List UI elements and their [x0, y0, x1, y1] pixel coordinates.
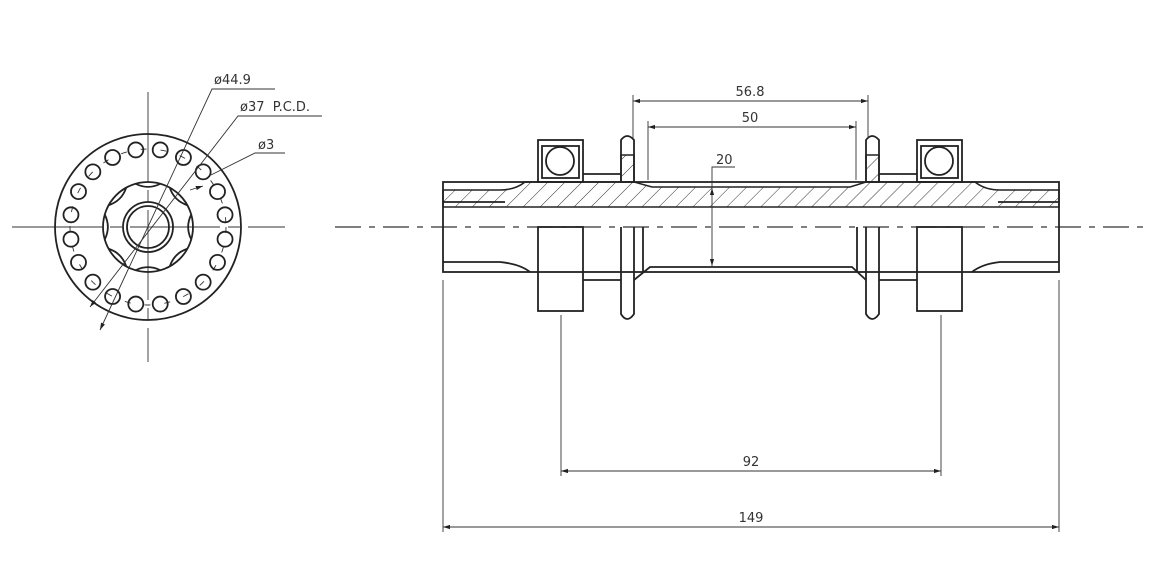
leader-hole-arrow	[189, 185, 204, 191]
flange-outer-circle	[54, 133, 242, 321]
hub-scallops	[103, 182, 193, 272]
hub-scallop	[187, 214, 193, 240]
hub-scallop	[103, 214, 109, 240]
hub-scallop	[135, 266, 161, 272]
dimension-20: 20	[709, 153, 735, 266]
label-bearing-spacing: 92	[743, 455, 760, 470]
bore-inner-circle	[126, 205, 170, 249]
leader-hole	[210, 152, 285, 176]
spoke-hole	[70, 254, 87, 271]
spoke-hole	[216, 206, 234, 224]
label-pcd: ø37 P.C.D.	[240, 100, 310, 115]
spoke-hole	[62, 206, 80, 224]
spoke-holes	[62, 141, 234, 313]
label-flange-outer: 56.8	[736, 85, 765, 100]
spoke-hole	[175, 288, 192, 305]
label-flange-inner: 50	[742, 111, 759, 126]
spoke-hole	[151, 141, 169, 159]
spoke-hole	[194, 273, 212, 291]
bearing-left	[537, 139, 584, 312]
spoke-hole	[70, 183, 87, 200]
spoke-hole	[62, 230, 80, 248]
spoke-hole	[127, 295, 145, 313]
flange-right	[856, 135, 880, 320]
label-body-diameter: 20	[716, 153, 733, 168]
spoke-hole	[209, 183, 226, 200]
dimension-149: 149	[442, 280, 1060, 532]
spoke-hole	[127, 141, 145, 159]
hub-scallop	[168, 187, 188, 207]
leader-outer-diameter	[99, 88, 275, 331]
hub-scallop	[135, 182, 161, 188]
end-view: ø44.9 ø37 P.C.D. ø3	[12, 73, 322, 362]
hub-scallop	[168, 247, 188, 267]
spoke-hole	[84, 163, 102, 181]
spoke-hole	[209, 254, 226, 271]
spoke-hole	[216, 230, 234, 248]
spoke-hole	[194, 163, 212, 181]
dimension-56-8: 56.8	[632, 85, 869, 138]
spoke-hole	[104, 288, 121, 305]
label-hole-diameter: ø3	[258, 138, 274, 153]
bearing-right	[916, 139, 963, 312]
spoke-hole	[104, 149, 121, 166]
spoke-hole	[84, 273, 102, 291]
flange-left	[620, 135, 644, 320]
dimension-92: 92	[560, 315, 942, 476]
label-overall-length: 149	[739, 511, 764, 526]
dimension-50: 50	[647, 111, 857, 180]
hub-section-hatched	[442, 181, 1060, 208]
hub-scallop	[108, 187, 128, 207]
side-view: 56.8 50 20 92 149	[335, 85, 1145, 532]
hub-body-circle	[102, 181, 194, 273]
axle-outline	[442, 181, 1060, 273]
pcd-circle	[69, 148, 227, 306]
label-outer-diameter: ø44.9	[214, 73, 251, 88]
hub-scallop	[108, 247, 128, 267]
spoke-hole	[151, 295, 169, 313]
bore-outer-circle	[122, 201, 174, 253]
hub-lower-profile	[443, 261, 1059, 281]
leader-pcd	[89, 115, 322, 308]
